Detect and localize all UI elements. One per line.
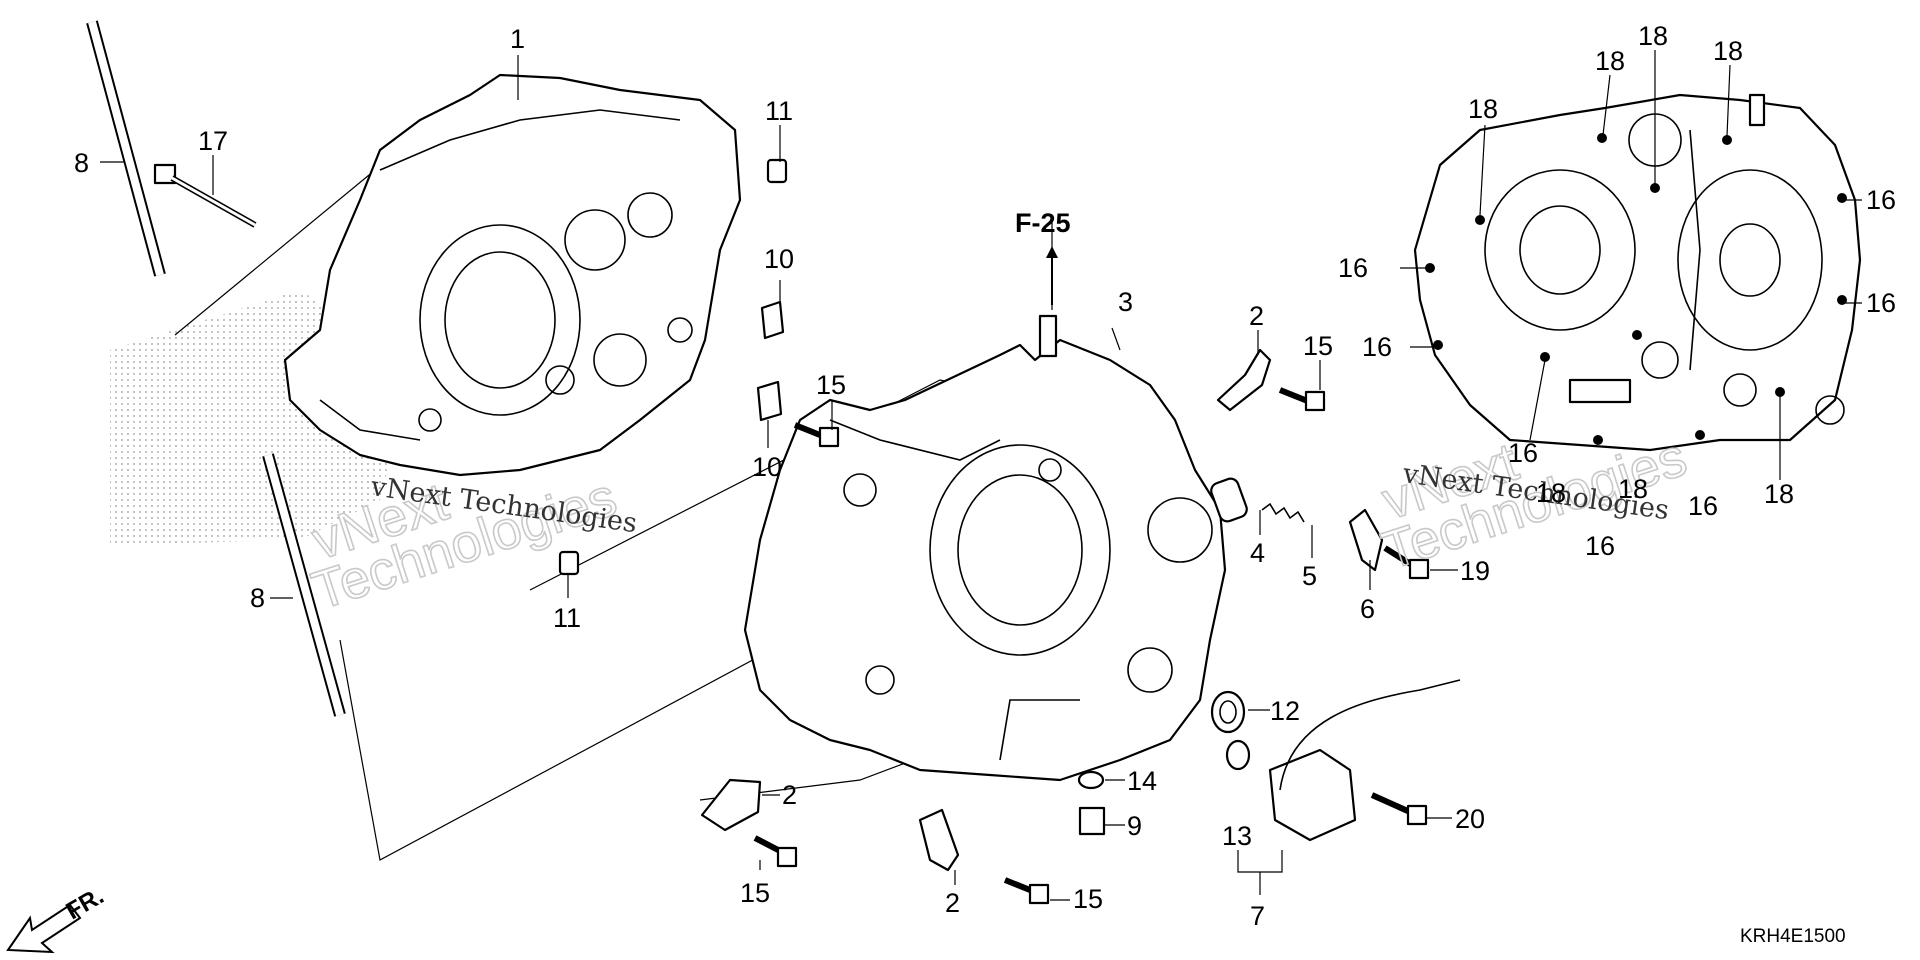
diagram-code: KRH4E1500 bbox=[1740, 926, 1846, 947]
callout-5: 5 bbox=[1302, 561, 1317, 591]
callout-10-upper: 10 bbox=[764, 244, 794, 274]
o-ring-13 bbox=[1225, 739, 1251, 771]
collar-4 bbox=[1210, 477, 1248, 523]
callout-16-a: 16 bbox=[1866, 185, 1896, 215]
callout-15-upper-right: 15 bbox=[1303, 331, 1333, 361]
washer-10-lower bbox=[756, 380, 783, 422]
bracket-2-lower-left bbox=[700, 778, 762, 832]
crankcase-inner-view bbox=[1413, 93, 1862, 452]
callout-16-g: 16 bbox=[1688, 491, 1718, 521]
bracket-2-upper bbox=[1216, 348, 1272, 412]
dowel-pin-11-lower bbox=[558, 550, 580, 576]
callout-3: 3 bbox=[1118, 287, 1133, 317]
callout-18-e: 18 bbox=[1536, 478, 1566, 508]
stud-bolt-lower bbox=[262, 453, 346, 717]
callout-9: 9 bbox=[1127, 811, 1142, 841]
callout-8-upper: 8 bbox=[74, 148, 89, 178]
bracket-2-lower-center bbox=[918, 808, 960, 872]
callout-8-lower: 8 bbox=[250, 583, 265, 613]
callout-15-lower-right: 15 bbox=[1073, 884, 1103, 914]
f25-reference-arrow bbox=[1046, 246, 1058, 305]
drain-bolt-9 bbox=[1078, 806, 1106, 836]
ref-label-f25: F-25 bbox=[1015, 208, 1071, 238]
callout-18-d: 18 bbox=[1713, 36, 1743, 66]
bolt-15-lower-left bbox=[753, 835, 798, 868]
callout-16-f: 16 bbox=[1585, 531, 1615, 561]
bolt-20 bbox=[1370, 792, 1428, 826]
callout-leaders bbox=[100, 50, 1862, 901]
callout-19: 19 bbox=[1460, 556, 1490, 586]
callout-14: 14 bbox=[1127, 766, 1157, 796]
left-crankcase bbox=[283, 73, 742, 477]
spring-5 bbox=[1261, 502, 1305, 523]
callout-15-upper-left: 15 bbox=[816, 370, 846, 400]
callout-1: 1 bbox=[510, 24, 525, 54]
callout-16-b: 16 bbox=[1338, 253, 1368, 283]
bolt-15-lower-right bbox=[1003, 877, 1050, 905]
oil-seal-12 bbox=[1210, 690, 1246, 734]
stud-bolt-upper bbox=[86, 20, 166, 277]
callout-4: 4 bbox=[1250, 538, 1265, 568]
callout-2-upper: 2 bbox=[1249, 301, 1264, 331]
callout-15-lower-left: 15 bbox=[740, 878, 770, 908]
bolt-15-upper-left bbox=[793, 422, 840, 448]
washer-10-upper bbox=[760, 300, 785, 340]
right-crankcase bbox=[743, 314, 1227, 782]
callout-11-lower: 11 bbox=[553, 603, 581, 633]
callout-20: 20 bbox=[1455, 804, 1485, 834]
callout-18-g: 18 bbox=[1618, 474, 1648, 504]
dowel-pin-11-upper bbox=[766, 158, 788, 184]
callout-13: 13 bbox=[1222, 821, 1252, 851]
callout-10-lower: 10 bbox=[752, 452, 782, 482]
callout-6: 6 bbox=[1360, 594, 1375, 624]
callout-16-d: 16 bbox=[1362, 332, 1392, 362]
callout-12: 12 bbox=[1270, 696, 1300, 726]
callout-16-e: 16 bbox=[1508, 438, 1538, 468]
callout-17: 17 bbox=[198, 126, 228, 156]
sensor-7 bbox=[1268, 679, 1461, 842]
bolt-19 bbox=[1383, 545, 1430, 580]
callout-2-lower-center: 2 bbox=[945, 888, 960, 918]
callout-11-upper: 11 bbox=[765, 96, 793, 126]
callout-2-lower-left: 2 bbox=[782, 780, 797, 810]
callout-16-c: 16 bbox=[1866, 288, 1896, 318]
callout-18-b: 18 bbox=[1595, 46, 1625, 76]
callout-18-c: 18 bbox=[1638, 21, 1668, 51]
washer-14 bbox=[1077, 770, 1105, 790]
bolt-17 bbox=[153, 163, 257, 228]
front-direction-arrow bbox=[6, 903, 82, 954]
callout-18-a: 18 bbox=[1468, 94, 1498, 124]
arm-6 bbox=[1348, 508, 1384, 572]
callout-18-f: 18 bbox=[1764, 479, 1794, 509]
callout-7: 7 bbox=[1250, 901, 1265, 931]
bolt-15-upper-right bbox=[1278, 387, 1326, 412]
